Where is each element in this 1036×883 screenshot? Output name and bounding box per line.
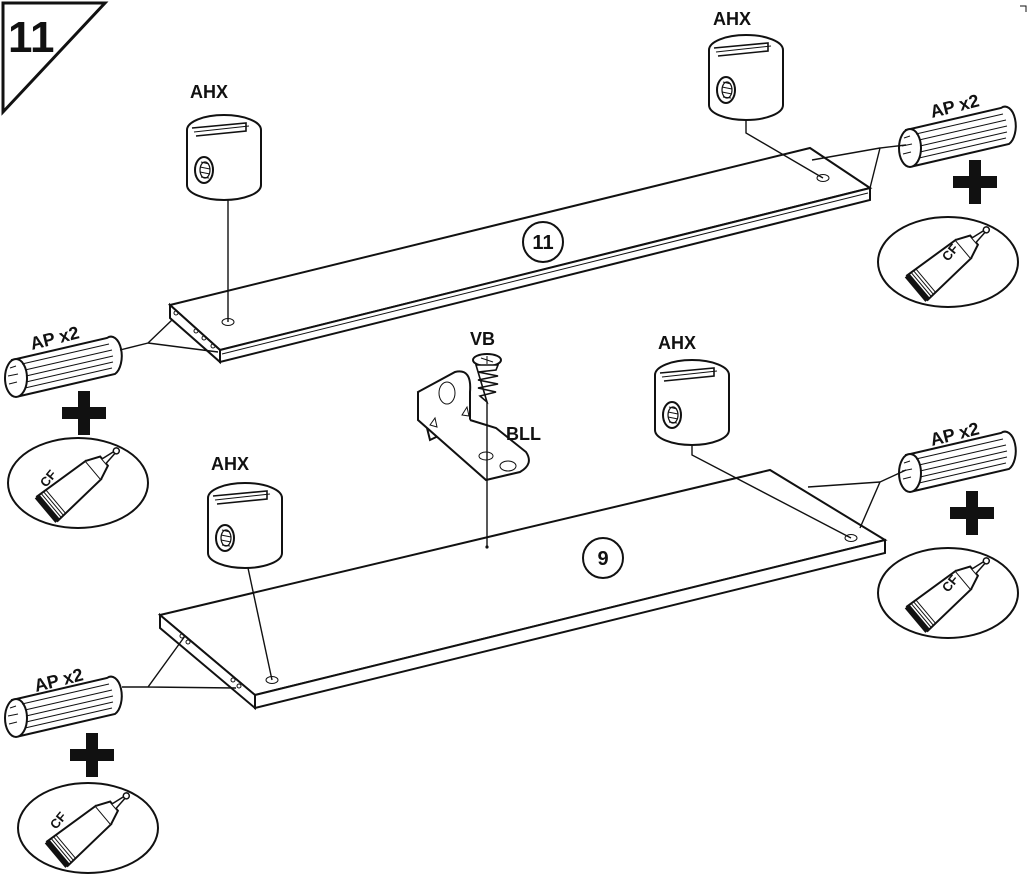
- step-badge: 11: [1, 1, 109, 116]
- glue-tube-icon: [8, 437, 148, 528]
- cam-lock-upper-right: AHX: [708, 9, 824, 179]
- cam-lock-upper-left: AHX: [186, 82, 262, 322]
- dowel-group-lower-left: AP x2 CF: [4, 635, 237, 873]
- plus-sign: [950, 491, 994, 535]
- panel-upper: 11: [167, 146, 873, 365]
- bracket-label: BLL: [506, 424, 541, 444]
- screw-vb: VB: [470, 329, 502, 547]
- bracket-bll: BLL: [416, 370, 541, 482]
- plus-sign: [70, 733, 114, 777]
- cam-lock-label: AHX: [190, 82, 228, 102]
- dowel-group-upper-left: AP x2 CF: [4, 319, 219, 528]
- plus-sign: [62, 391, 106, 435]
- screw-label: VB: [470, 329, 495, 349]
- cam-lock-label: AHX: [713, 9, 751, 29]
- cam-lock-lower-left: AHX: [207, 454, 283, 681]
- plus-sign: [953, 160, 997, 204]
- corner-mark: [1020, 5, 1027, 12]
- panel-number-upper: 11: [532, 232, 553, 254]
- glue-tube-icon: [18, 782, 158, 873]
- panel-number-lower: 9: [597, 548, 608, 570]
- cam-lock-lower-right: AHX: [654, 333, 852, 539]
- step-number: 11: [8, 13, 55, 62]
- cam-lock-label: AHX: [658, 333, 696, 353]
- cam-lock-label: AHX: [211, 454, 249, 474]
